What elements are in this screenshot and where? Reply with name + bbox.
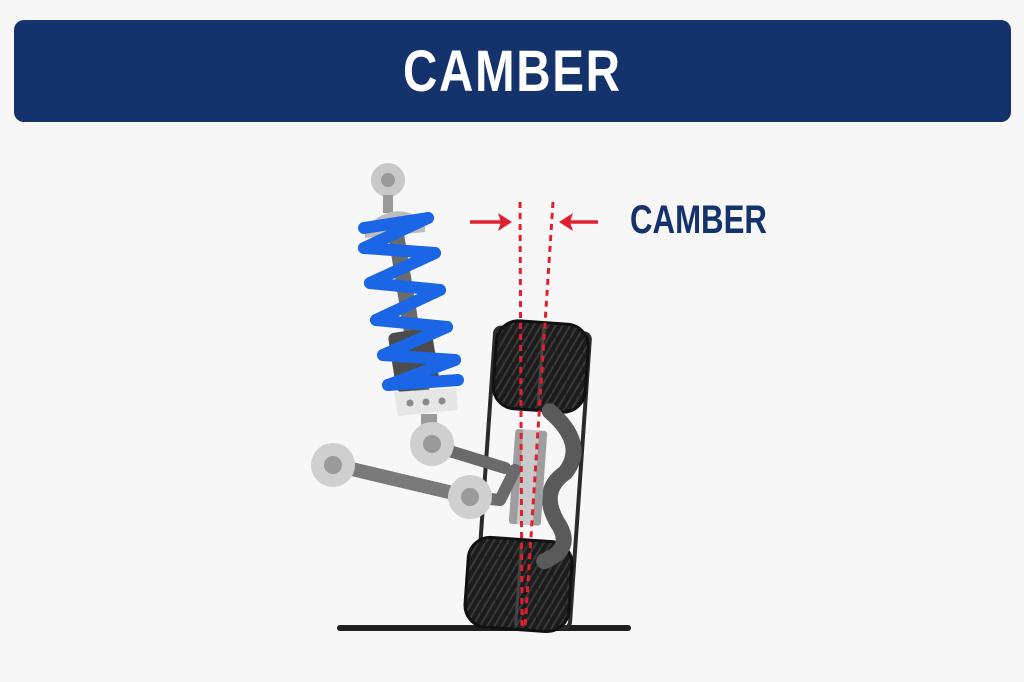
tire-icon [491,319,590,414]
wheel-assembly [463,319,592,633]
page-title: CAMBER [403,38,622,104]
camber-arrow-icon [470,213,598,231]
wheel-centerline [523,201,555,629]
title-banner: CAMBER [14,20,1011,122]
vertical-reference-line [518,201,524,629]
camber-guide-lines [518,201,555,629]
camber-label: CAMBER [630,198,767,242]
coil-spring-icon [358,212,464,391]
